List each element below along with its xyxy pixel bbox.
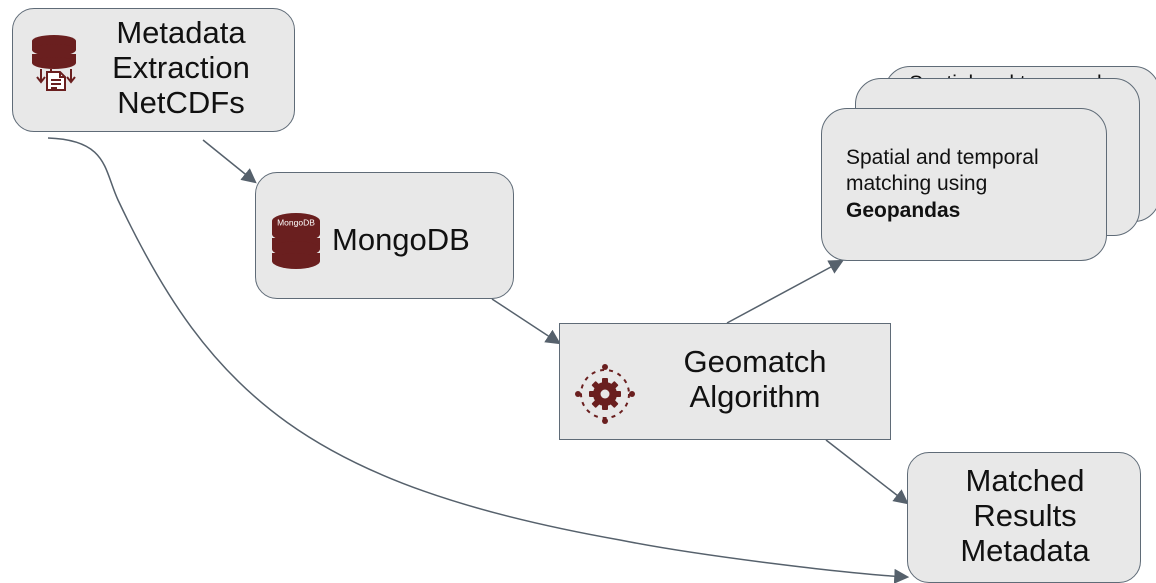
spatial-temporal-text: Spatial and temporal matching using Geop… <box>846 145 1086 224</box>
matched-results-node: Matched Results Metadata <box>907 452 1141 583</box>
spatial-line-3: Geopandas <box>846 198 1086 224</box>
geomatch-node: Geomatch Algorithm <box>559 323 891 440</box>
mongodb-icon-text: MongoDB <box>277 218 315 228</box>
database-export-icon <box>32 35 76 91</box>
spatial-temporal-node: Spatial and temporal matching using Geop… <box>821 108 1107 261</box>
spatial-line-1: Spatial and temporal <box>846 146 1039 169</box>
spatial-line-2: matching using <box>846 172 988 196</box>
mongodb-title: MongoDB <box>332 222 470 257</box>
gear-cycle-icon <box>575 364 635 424</box>
results-line-2: Results <box>973 498 1077 534</box>
results-line-1: Matched <box>965 463 1085 498</box>
metadata-line-3: NetCDFs <box>117 85 245 121</box>
matched-results-title: Matched Results Metadata <box>908 463 1142 568</box>
geomatch-line-1: Geomatch <box>683 344 827 379</box>
results-line-3: Metadata <box>960 533 1090 569</box>
mongodb-node: MongoDB MongoDB <box>255 172 514 299</box>
metadata-extraction-node: Metadata Extraction NetCDFs <box>12 8 295 132</box>
metadata-line-1: Metadata <box>116 15 246 50</box>
geopandas-text: Geopandas <box>846 198 961 222</box>
mongodb-database-icon: MongoDB <box>272 213 320 269</box>
metadata-line-2: Extraction <box>112 50 250 86</box>
geomatch-title: Geomatch Algorithm <box>643 344 867 414</box>
metadata-extraction-title: Metadata Extraction NetCDFs <box>79 15 283 120</box>
geomatch-line-2: Algorithm <box>689 379 821 415</box>
